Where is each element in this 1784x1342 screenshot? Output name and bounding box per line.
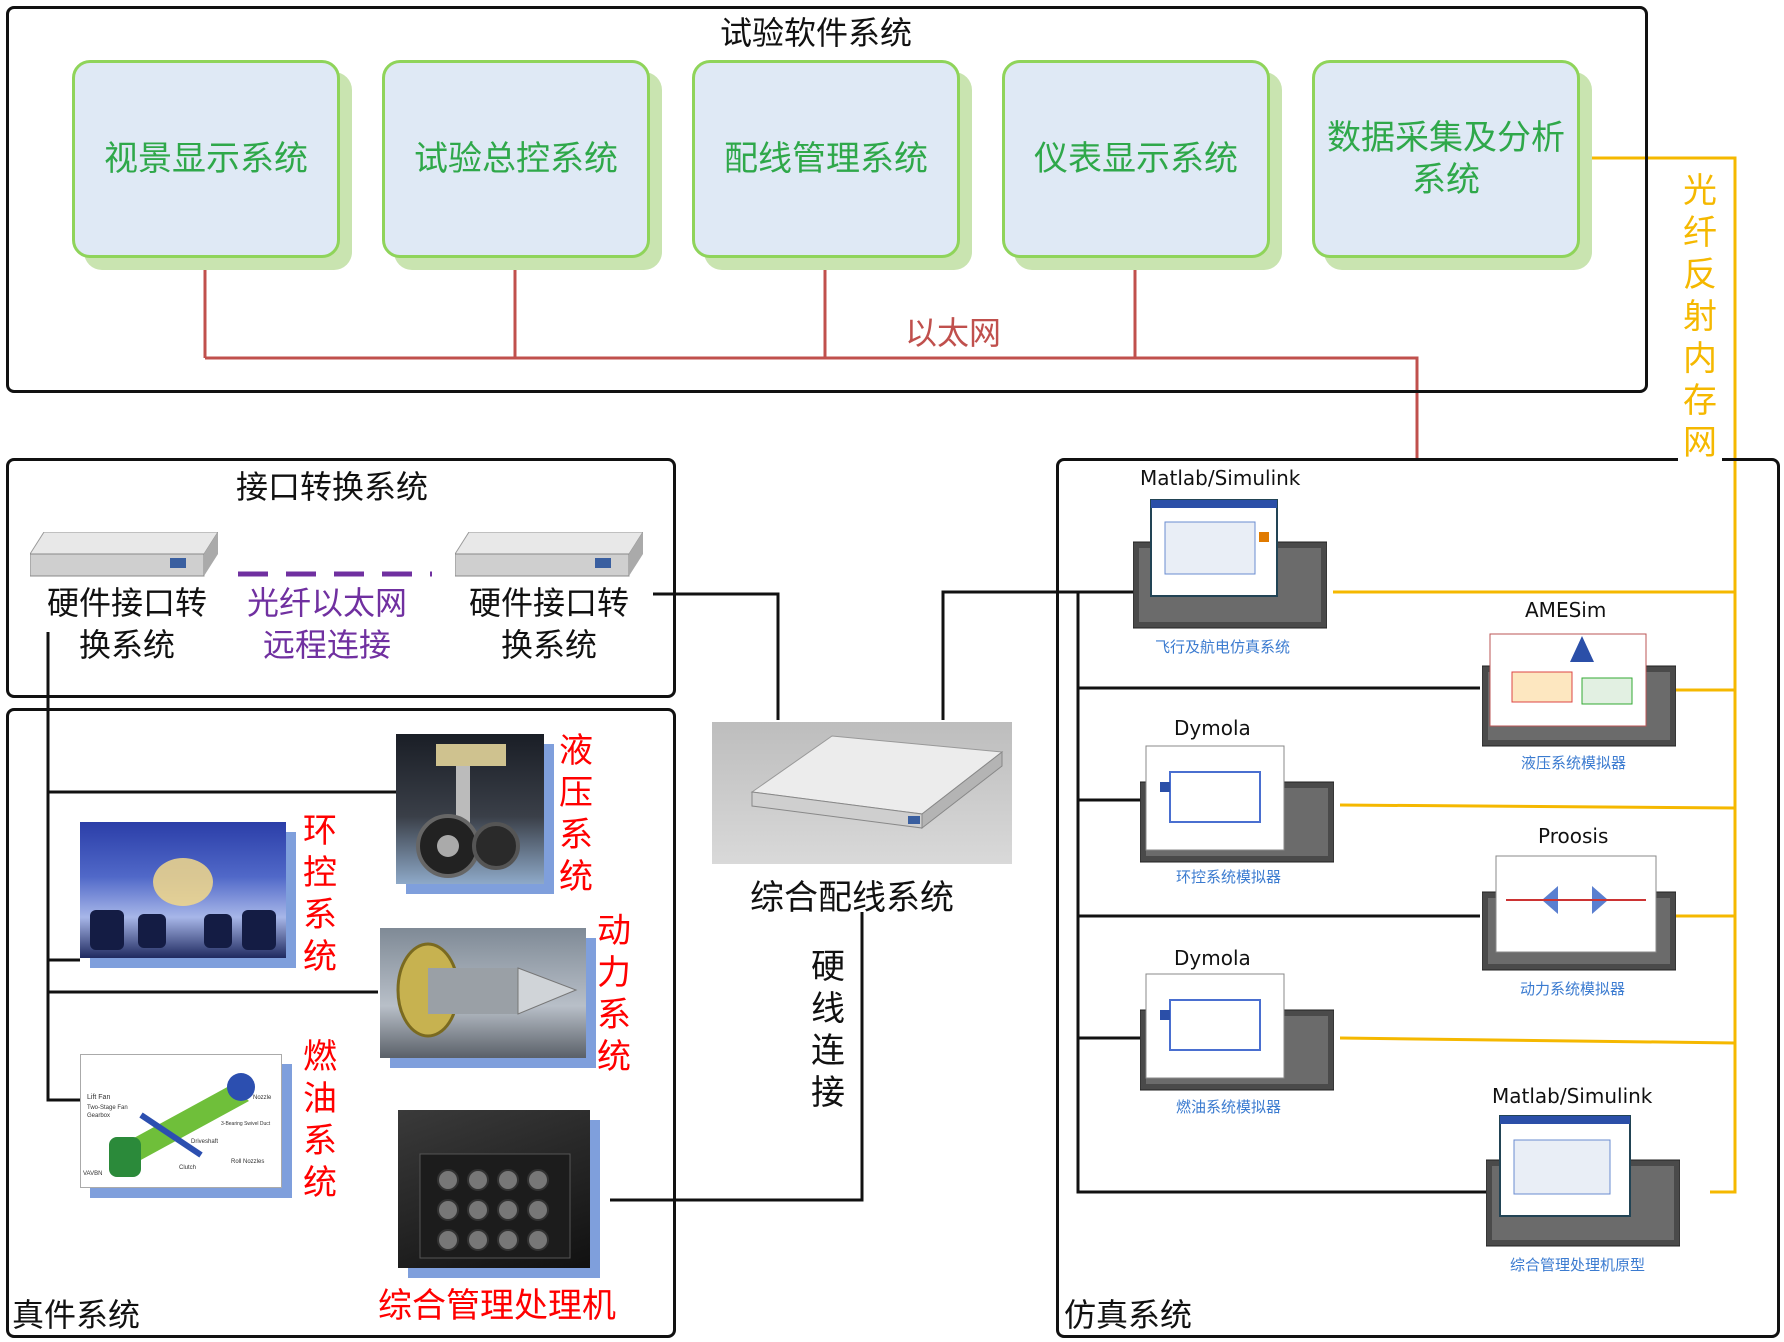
- fuel-label-swivel-duct: 3-Bearing Swivel Duct: [221, 1121, 271, 1127]
- interface-system-title: 接口转换系统: [236, 468, 429, 506]
- fuel-label-clutch: Clutch: [179, 1165, 196, 1171]
- sim-node-caption: 燃油系统模拟器: [1176, 1098, 1282, 1116]
- module-instrument-display[interactable]: 仪表显示系统: [1002, 60, 1270, 258]
- wire-processor-to-wiring: [610, 912, 864, 1202]
- module-test-control[interactable]: 试验总控系统: [382, 60, 650, 258]
- software-system-panel: [6, 6, 1648, 393]
- hardwire-label: 硬线连接: [811, 947, 845, 1113]
- server-rack-icon: [455, 532, 643, 577]
- module-data-acquisition[interactable]: 数据采集及分析系统: [1312, 60, 1580, 258]
- landing-gear-photo: [396, 734, 544, 884]
- hydraulic-system-label: 液压系统: [559, 731, 593, 897]
- fiber-memory-label: 光纤反射内存网: [1678, 170, 1722, 464]
- ethernet-lines: [203, 258, 1419, 458]
- fuel-label-gearbox: Gearbox: [87, 1113, 110, 1119]
- simulator-screen-icon[interactable]: [1481, 850, 1677, 972]
- sim-tool-label: Matlab/Simulink: [1492, 1084, 1653, 1108]
- software-system-title: 试验软件系统: [720, 14, 913, 52]
- fuel-system-label: 燃油系统: [303, 1037, 337, 1203]
- hw-interface-right-label: 硬件接口转换系统: [468, 584, 629, 664]
- simulator-screen-icon[interactable]: [1139, 742, 1335, 864]
- power-system-label: 动力系统: [597, 911, 631, 1077]
- module-label: 视景显示系统: [104, 139, 308, 179]
- sim-tool-label: Proosis: [1538, 824, 1609, 848]
- sim-node-caption: 动力系统模拟器: [1520, 980, 1626, 998]
- processor-box-icon: [398, 1110, 590, 1268]
- processor-label: 综合管理处理机: [378, 1286, 616, 1326]
- simulation-system-panel: [1056, 458, 1780, 1338]
- fuel-label-lift-fan: Lift Fan: [87, 1094, 110, 1101]
- interface-system-panel: [6, 458, 676, 698]
- server-rack-icon: [30, 532, 218, 577]
- real-system-panel: [6, 708, 676, 1338]
- fiber-branch-5: [1339, 1036, 1736, 1045]
- env-control-label: 环控系统: [303, 811, 337, 977]
- module-label: 数据采集及分析系统: [1327, 118, 1565, 200]
- fiber-branch-3: [1339, 803, 1736, 810]
- sim-node-caption: 液压系统模拟器: [1521, 754, 1627, 772]
- module-visual-display[interactable]: 视景显示系统: [72, 60, 340, 258]
- module-label: 试验总控系统: [414, 139, 618, 179]
- module-wiring-management[interactable]: 配线管理系统: [692, 60, 960, 258]
- ethernet-bus: [205, 356, 1419, 458]
- hw-interface-left-label: 硬件接口转换系统: [46, 584, 207, 664]
- ethernet-label: 以太网: [905, 314, 1002, 352]
- sim-tool-label: Dymola: [1174, 946, 1251, 970]
- module-label: 仪表显示系统: [1034, 139, 1238, 179]
- wire-real-bus: [46, 632, 80, 1102]
- simulator-screen-icon[interactable]: [1485, 1110, 1681, 1248]
- simulator-screen-icon[interactable]: [1481, 622, 1677, 748]
- simulation-system-title: 仿真系统: [1064, 1296, 1193, 1334]
- simulator-screen-icon[interactable]: [1132, 492, 1328, 630]
- fuel-label-two-stage-fan: Two-Stage Fan: [87, 1105, 128, 1111]
- fuel-label-roll-nozzles: Roll Nozzles: [231, 1159, 264, 1165]
- real-system-title: 真件系统: [12, 1296, 141, 1334]
- fiber-ethernet-label: 光纤以太网远程连接: [246, 584, 407, 664]
- wire-sim-bus: [1076, 592, 1486, 1194]
- wire-wiring-to-sim: [941, 590, 1133, 720]
- fuel-label-vavbn: VAVBN: [83, 1171, 102, 1177]
- fiber-trunk: [1580, 156, 1737, 1194]
- hardwire-lines: [46, 590, 1486, 1202]
- wire-interface-to-wiring: [653, 592, 780, 720]
- lift-fan-diagram: Lift Fan Two-Stage Fan Gearbox Nozzle 3-…: [80, 1054, 282, 1188]
- engine-photo: [380, 928, 586, 1058]
- sim-tool-label: Matlab/Simulink: [1140, 466, 1301, 490]
- simulator-screen-icon[interactable]: [1139, 972, 1335, 1092]
- fuel-label-nozzle: Nozzle: [253, 1095, 272, 1101]
- fiber-lines: [1333, 156, 1737, 1194]
- module-label: 配线管理系统: [724, 139, 928, 179]
- sim-tool-label: Dymola: [1174, 716, 1251, 740]
- sim-node-caption: 环控系统模拟器: [1176, 868, 1282, 886]
- sim-node-caption: 飞行及航电仿真系统: [1155, 638, 1291, 656]
- sim-node-caption: 综合管理处理机原型: [1510, 1256, 1646, 1274]
- sim-tool-label: AMESim: [1525, 598, 1607, 622]
- fuel-label-driveshaft: Driveshaft: [191, 1139, 218, 1145]
- wiring-system-label: 综合配线系统: [750, 878, 954, 918]
- cabin-photo: [80, 822, 286, 958]
- wiring-unit-icon: [712, 722, 1012, 864]
